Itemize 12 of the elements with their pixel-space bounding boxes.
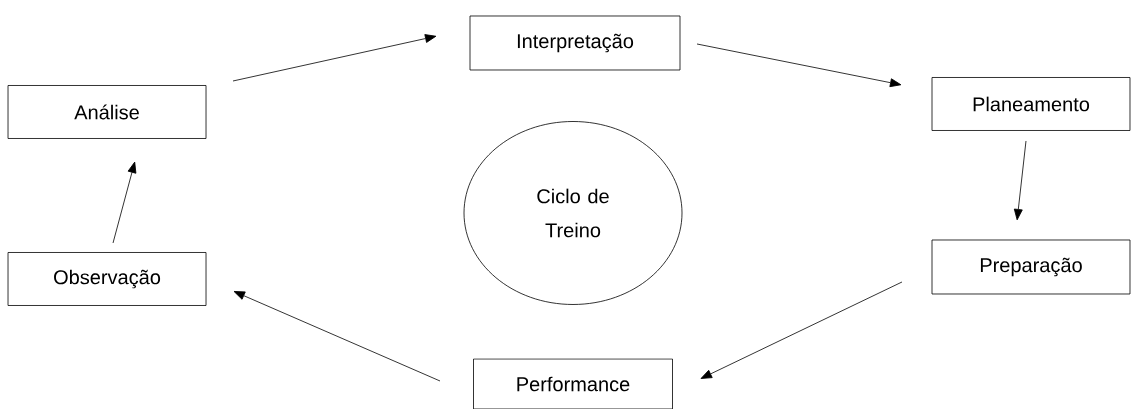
arrow xyxy=(233,291,441,382)
arrow xyxy=(1013,140,1027,221)
process-box: Interpretação xyxy=(469,15,681,71)
process-box: Performance xyxy=(473,358,673,409)
arrow xyxy=(232,34,437,82)
process-box: Análise xyxy=(7,85,207,139)
process-box: Preparação xyxy=(931,239,1131,295)
process-box: Planeamento xyxy=(931,77,1131,131)
process-box: Observação xyxy=(7,252,207,306)
arrow xyxy=(700,281,903,379)
arrow xyxy=(696,43,902,88)
arrow xyxy=(112,161,137,244)
